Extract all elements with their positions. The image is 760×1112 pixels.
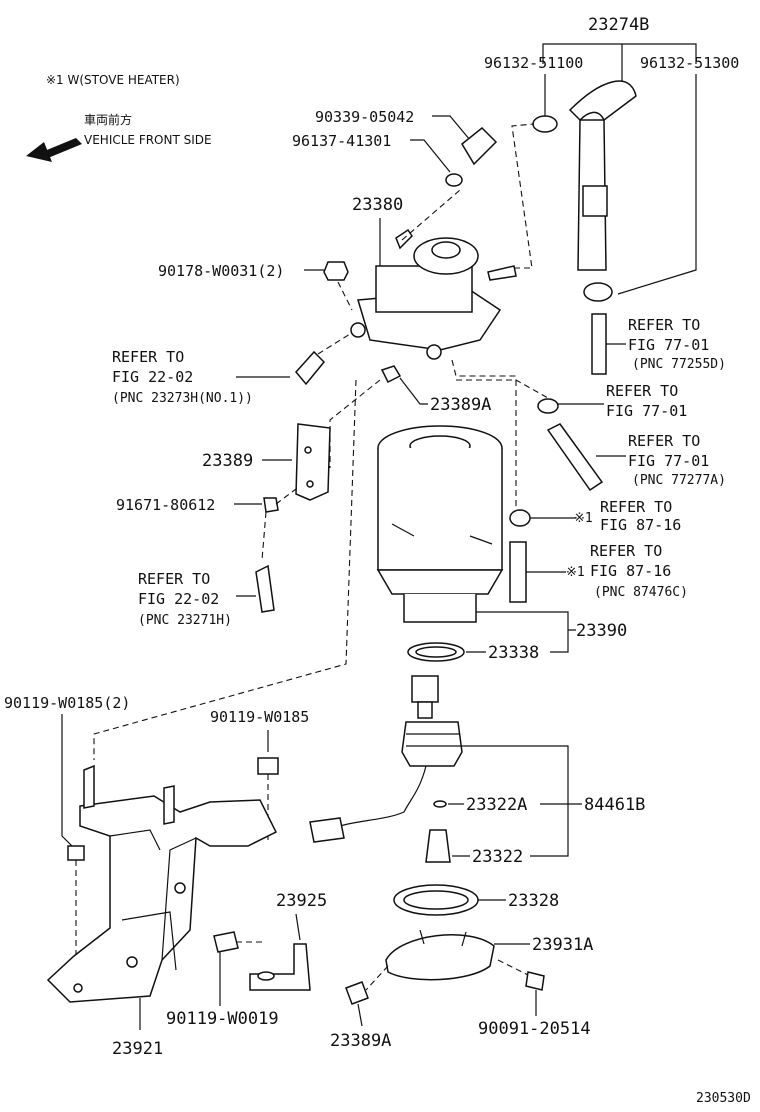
hose-77277A (546, 423, 604, 492)
bolt-90119-W0185-b (257, 757, 279, 775)
label-23389A-top: 23389A (430, 395, 491, 415)
label-96137-41301: 96137-41301 (292, 132, 391, 150)
label-96132-51100: 96132-51100 (484, 54, 583, 72)
sensor-cap (411, 675, 439, 703)
hose-23274B (568, 80, 637, 122)
switch-23322 (425, 829, 451, 863)
ref6-line2: FIG 87-16 (590, 562, 671, 580)
bracket-23274B (542, 43, 697, 82)
fuel-filter-body (377, 448, 503, 571)
oring-23322A (433, 800, 447, 808)
label-23389A-bottom: 23389A (330, 1031, 391, 1051)
bolt-90119-W0019 (213, 931, 239, 953)
ref1-line2: FIG 22-02 (112, 368, 193, 386)
label-23389: 23389 (202, 451, 253, 471)
vehicle-front-jp: 車両前方 (84, 112, 132, 127)
front-arrow-head-icon (26, 142, 52, 162)
ref3-line2: FIG 77-01 (606, 402, 687, 420)
label-23390: 23390 (576, 621, 627, 641)
ref5-mark: ※1 (574, 511, 593, 526)
ref4-line1: REFER TO (628, 432, 700, 450)
ref7-line2: FIG 22-02 (138, 590, 219, 608)
label-84461B: 84461B (584, 795, 645, 815)
ref1-line3: (PNC 23273H(NO.1)) (112, 391, 253, 406)
label-90119-W0185-2: 90119-W0185(2) (4, 694, 130, 712)
label-23338: 23338 (488, 643, 539, 663)
ref2-line1: REFER TO (628, 316, 700, 334)
ref5-line2: FIG 87-16 (600, 516, 681, 534)
label-23380: 23380 (352, 195, 403, 215)
hose-23273H (295, 350, 326, 386)
label-23931A: 23931A (532, 935, 593, 955)
hose-clamp-51100 (532, 115, 558, 133)
label-90119-W0019: 90119-W0019 (166, 1009, 279, 1029)
clip-23925 (249, 943, 311, 991)
bracket-23389 (295, 423, 331, 501)
ref1-line1: REFER TO (112, 348, 184, 366)
label-90178-W0031: 90178-W0031(2) (158, 262, 284, 280)
sensor-connector (309, 817, 345, 843)
label-23921: 23921 (112, 1039, 163, 1059)
bolt-90119-W0185-a (67, 845, 85, 861)
ref2-line3: (PNC 77255D) (632, 357, 726, 372)
clip-23389A-top (380, 365, 402, 384)
ref7-line3: (PNC 23271H) (138, 613, 232, 628)
ref6-mark: ※1 (566, 565, 585, 580)
clip-96137 (445, 173, 463, 187)
ref3-line1: REFER TO (606, 382, 678, 400)
hose-clamp-51300 (583, 282, 613, 302)
ref2-line2: FIG 77-01 (628, 336, 709, 354)
label-91671-80612: 91671-80612 (116, 496, 215, 514)
hose-23271H (255, 564, 275, 613)
label-23328: 23328 (508, 891, 559, 911)
sensor-body (401, 721, 463, 767)
ref4-line3: (PNC 77277A) (632, 473, 726, 488)
figure-code: 230530D (696, 1091, 751, 1106)
label-96132-51300: 96132-51300 (640, 54, 739, 72)
cover-23931A (385, 934, 495, 981)
label-23322: 23322 (472, 847, 523, 867)
clip-23389A-bottom (345, 981, 369, 1005)
label-23322A: 23322A (466, 795, 527, 815)
ref4-line2: FIG 77-01 (628, 452, 709, 470)
hose-87476C (509, 541, 527, 603)
fuel-filter-bottom (403, 594, 477, 623)
fuel-filter-ring (376, 569, 504, 595)
ref5-line1: REFER TO (600, 498, 672, 516)
ref6-line1: REFER TO (590, 542, 662, 560)
nut-90178 (323, 261, 349, 281)
front-arrow-icon (42, 138, 82, 158)
bracket-23921 (46, 795, 278, 1003)
pipe-77255D (591, 313, 607, 375)
ref7-line1: REFER TO (138, 570, 210, 588)
screw-90091 (525, 971, 545, 991)
label-90091-20514: 90091-20514 (478, 1019, 591, 1039)
clamp-ref-77-01 (537, 398, 559, 414)
ref6-line3: (PNC 87476C) (594, 585, 688, 600)
label-23925: 23925 (276, 891, 327, 911)
vehicle-front-en: VEHICLE FRONT SIDE (84, 133, 212, 147)
stove-heater-note: ※1 W(STOVE HEATER) (46, 73, 180, 87)
bolt-91671 (263, 497, 279, 513)
plug-90339 (461, 126, 498, 166)
sensor-wire (339, 765, 427, 827)
label-90339-05042: 90339-05042 (315, 108, 414, 126)
clamp-ref-87-16 (509, 509, 531, 527)
label-90119-W0185: 90119-W0185 (210, 708, 309, 726)
label-23274B: 23274B (588, 15, 649, 35)
